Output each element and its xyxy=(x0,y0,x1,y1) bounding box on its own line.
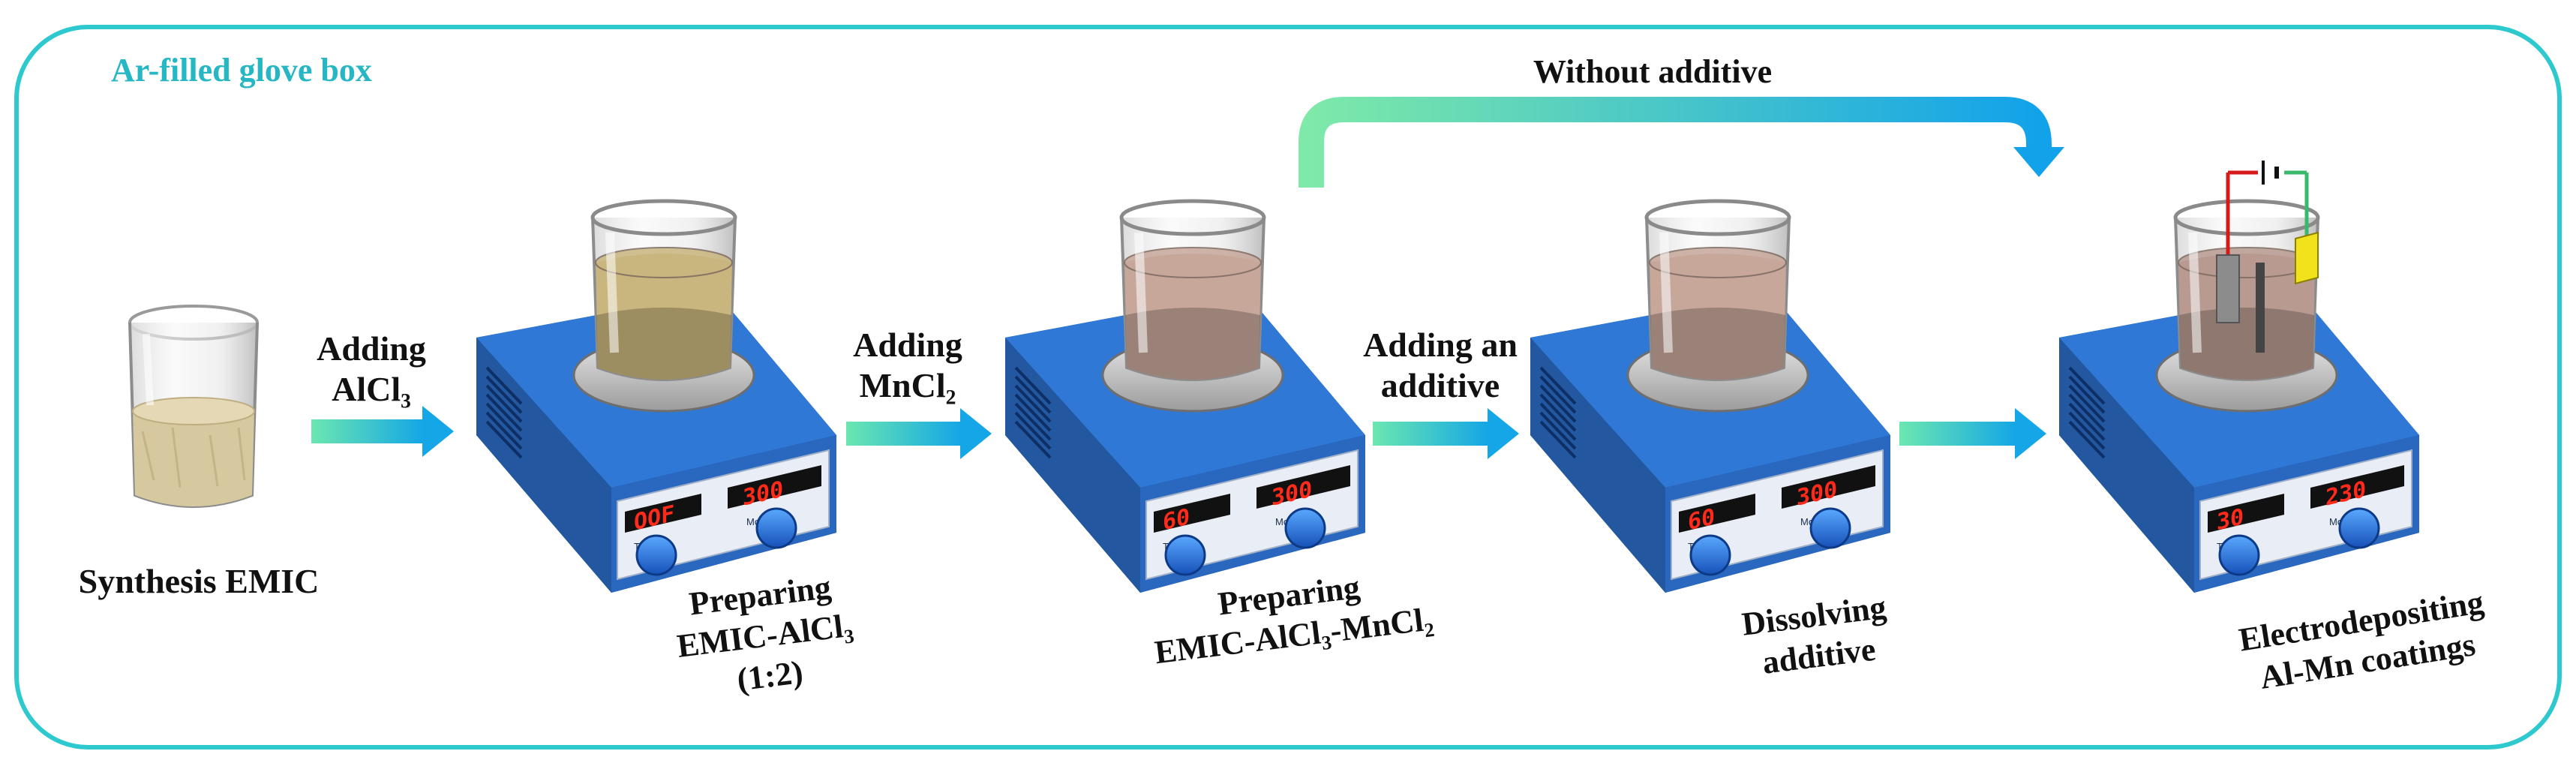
rpm-display xyxy=(728,465,821,509)
anode-plate xyxy=(2295,231,2319,285)
rpm-display xyxy=(1256,465,1350,509)
temp-knob xyxy=(2218,534,2260,576)
cathode-plate xyxy=(2216,254,2240,323)
solution xyxy=(1124,254,1261,380)
solution xyxy=(1650,254,1786,380)
speed-knob xyxy=(1284,507,1326,549)
stirrer-alcl3: OOF300Temp ℃Mot rpm xyxy=(476,199,836,593)
without-additive-label: Without additive xyxy=(1533,53,1772,90)
arrow-label-line: Adding xyxy=(853,326,962,364)
stirrer-electro: 30230Temp ℃Mot rpm xyxy=(2059,161,2419,593)
glove-box-frame xyxy=(14,25,2562,749)
temp-display xyxy=(1679,494,1755,533)
speed-knob xyxy=(1809,507,1851,549)
process-arrow-3 xyxy=(1373,408,1519,459)
temp-knob xyxy=(1164,534,1206,576)
process-arrow-2 xyxy=(846,408,992,459)
arrow-label-line: Adding xyxy=(317,329,426,368)
frame-title: Ar-filled glove box xyxy=(111,52,372,89)
beaker xyxy=(1644,199,1791,381)
rpm-display xyxy=(1782,465,1875,509)
temp-knob xyxy=(1689,534,1731,576)
arrow-label-line: Adding an xyxy=(1363,326,1518,364)
temp-readout: 60 xyxy=(1163,504,1190,536)
temp-readout: 30 xyxy=(2217,504,2244,536)
caption-synthesis: Synthesis EMIC xyxy=(79,562,320,600)
without-additive-arrow xyxy=(1299,97,2064,188)
temp-knob xyxy=(635,534,677,576)
beaker xyxy=(1119,199,1266,381)
temp-display xyxy=(1154,494,1230,533)
temp-display xyxy=(625,494,701,533)
speed-knob xyxy=(755,507,797,549)
speed-knob xyxy=(2338,507,2380,549)
emic-beaker xyxy=(128,305,259,508)
stirrer-dissolve: 60300Temp ℃Mot rpm xyxy=(1530,199,1890,593)
process-arrow-4 xyxy=(1899,408,2046,459)
rpm-display xyxy=(2310,465,2404,509)
electrodes xyxy=(2216,161,2319,353)
beaker xyxy=(590,199,737,381)
process-arrow-1 xyxy=(311,406,454,457)
temp-readout: 60 xyxy=(1688,504,1715,536)
caption-line: (1:2) xyxy=(735,653,805,698)
stirrer-mncl2: 60300Temp ℃Mot rpm xyxy=(1005,199,1365,593)
beaker xyxy=(2173,199,2320,381)
arrow-label-line: additive xyxy=(1381,366,1500,404)
solution xyxy=(2178,254,2315,380)
temp-display xyxy=(2208,494,2284,533)
caption-line: Synthesis EMIC xyxy=(79,562,320,600)
arrow-label-line: AlCl₃ xyxy=(332,370,411,408)
arrow-label-line: MnCl₂ xyxy=(860,366,956,404)
solution xyxy=(596,254,732,380)
